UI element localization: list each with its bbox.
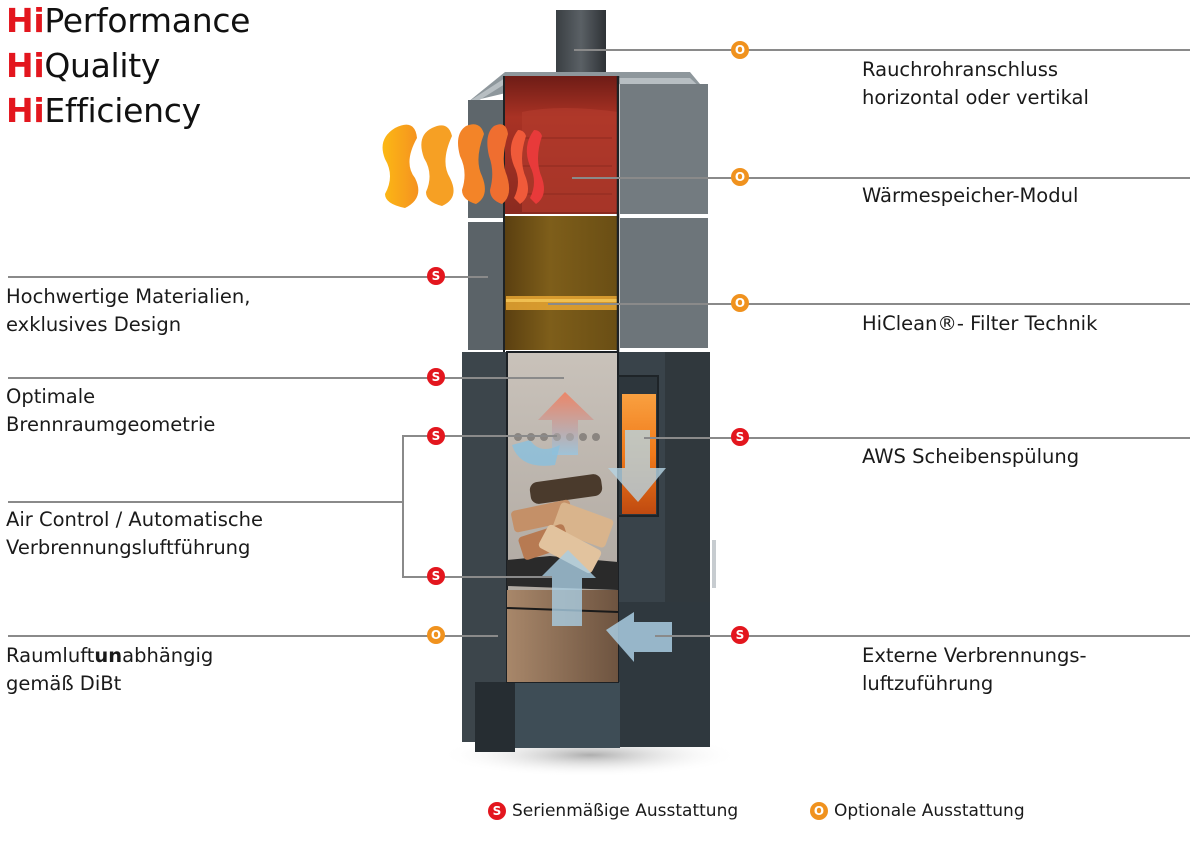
marker-standard-external-air: S	[731, 626, 749, 644]
lower-left-panel	[462, 352, 510, 742]
heat-waves	[382, 124, 544, 208]
filter-section	[504, 216, 618, 350]
leader-line-window-rinse	[644, 437, 1190, 439]
leader-line-room-air	[8, 635, 498, 637]
feature-external-air: Externe Verbrennungs- luftzuführung	[862, 644, 1087, 695]
leader-line-heat-storage	[572, 177, 1190, 179]
feature-window-rinse: AWS Scheibenspülung	[862, 445, 1080, 468]
marker-standard-window-rinse: S	[731, 428, 749, 446]
external-air-arrow	[606, 612, 672, 662]
feature-hiclean-filter: HiClean®- Filter Technik	[862, 312, 1098, 335]
legend-optional-marker: O	[810, 802, 828, 820]
legend-standard-marker: S	[488, 802, 506, 820]
leader-line-air-control-lower	[402, 576, 552, 578]
legend-standard: S Serienmäßige Ausstattung	[488, 799, 738, 823]
headline-performance: HiPerformance	[6, 1, 251, 40]
leader-line-filter	[548, 303, 1190, 305]
feature-materials: Hochwertige Materialien, exklusives Desi…	[6, 285, 251, 336]
leader-line-air-control	[8, 501, 403, 503]
marker-standard-air-control-upper: S	[427, 427, 445, 445]
feature-room-air-independent: Raumluftunabhängig gemäß DiBt	[6, 644, 214, 695]
side-panel-middle	[620, 218, 708, 348]
window-rinse-arrow	[608, 430, 666, 502]
firewood	[511, 474, 614, 574]
leader-line-air-control-upper	[402, 435, 557, 437]
legend-optional: O Optionale Ausstattung	[810, 799, 1025, 823]
leader-line-external-air	[655, 635, 1190, 637]
marker-optional-heat-storage: O	[731, 168, 749, 186]
headline-efficiency: HiEfficiency	[6, 91, 201, 130]
marker-standard-geometry: S	[427, 368, 445, 386]
feature-flue-connection: Rauchrohranschluss horizontal oder verti…	[862, 58, 1089, 109]
door-handle	[712, 540, 716, 588]
stove-illustration	[382, 10, 740, 777]
primary-air-arrow	[540, 550, 596, 626]
marker-optional-filter: O	[731, 294, 749, 312]
feature-air-control: Air Control / Automatische Verbrennungsl…	[6, 508, 263, 559]
air-control-bracket	[402, 435, 404, 577]
marker-standard-materials: S	[427, 267, 445, 285]
feature-heat-storage: Wärmespeicher-Modul	[862, 184, 1079, 207]
marker-optional-flue: O	[731, 41, 749, 59]
side-panel-upper	[620, 84, 708, 214]
marker-standard-air-control-lower: S	[427, 567, 445, 585]
warm-air-arrow	[538, 392, 594, 455]
headline-quality: HiQuality	[6, 46, 161, 85]
feature-chamber-geometry: Optimale Brennraumgeometrie	[6, 385, 216, 436]
leader-line-geometry	[8, 377, 564, 379]
leader-line-flue	[574, 49, 1190, 51]
leader-line-materials	[8, 276, 488, 278]
flue-pipe	[556, 10, 606, 72]
marker-optional-room-air: O	[427, 626, 445, 644]
